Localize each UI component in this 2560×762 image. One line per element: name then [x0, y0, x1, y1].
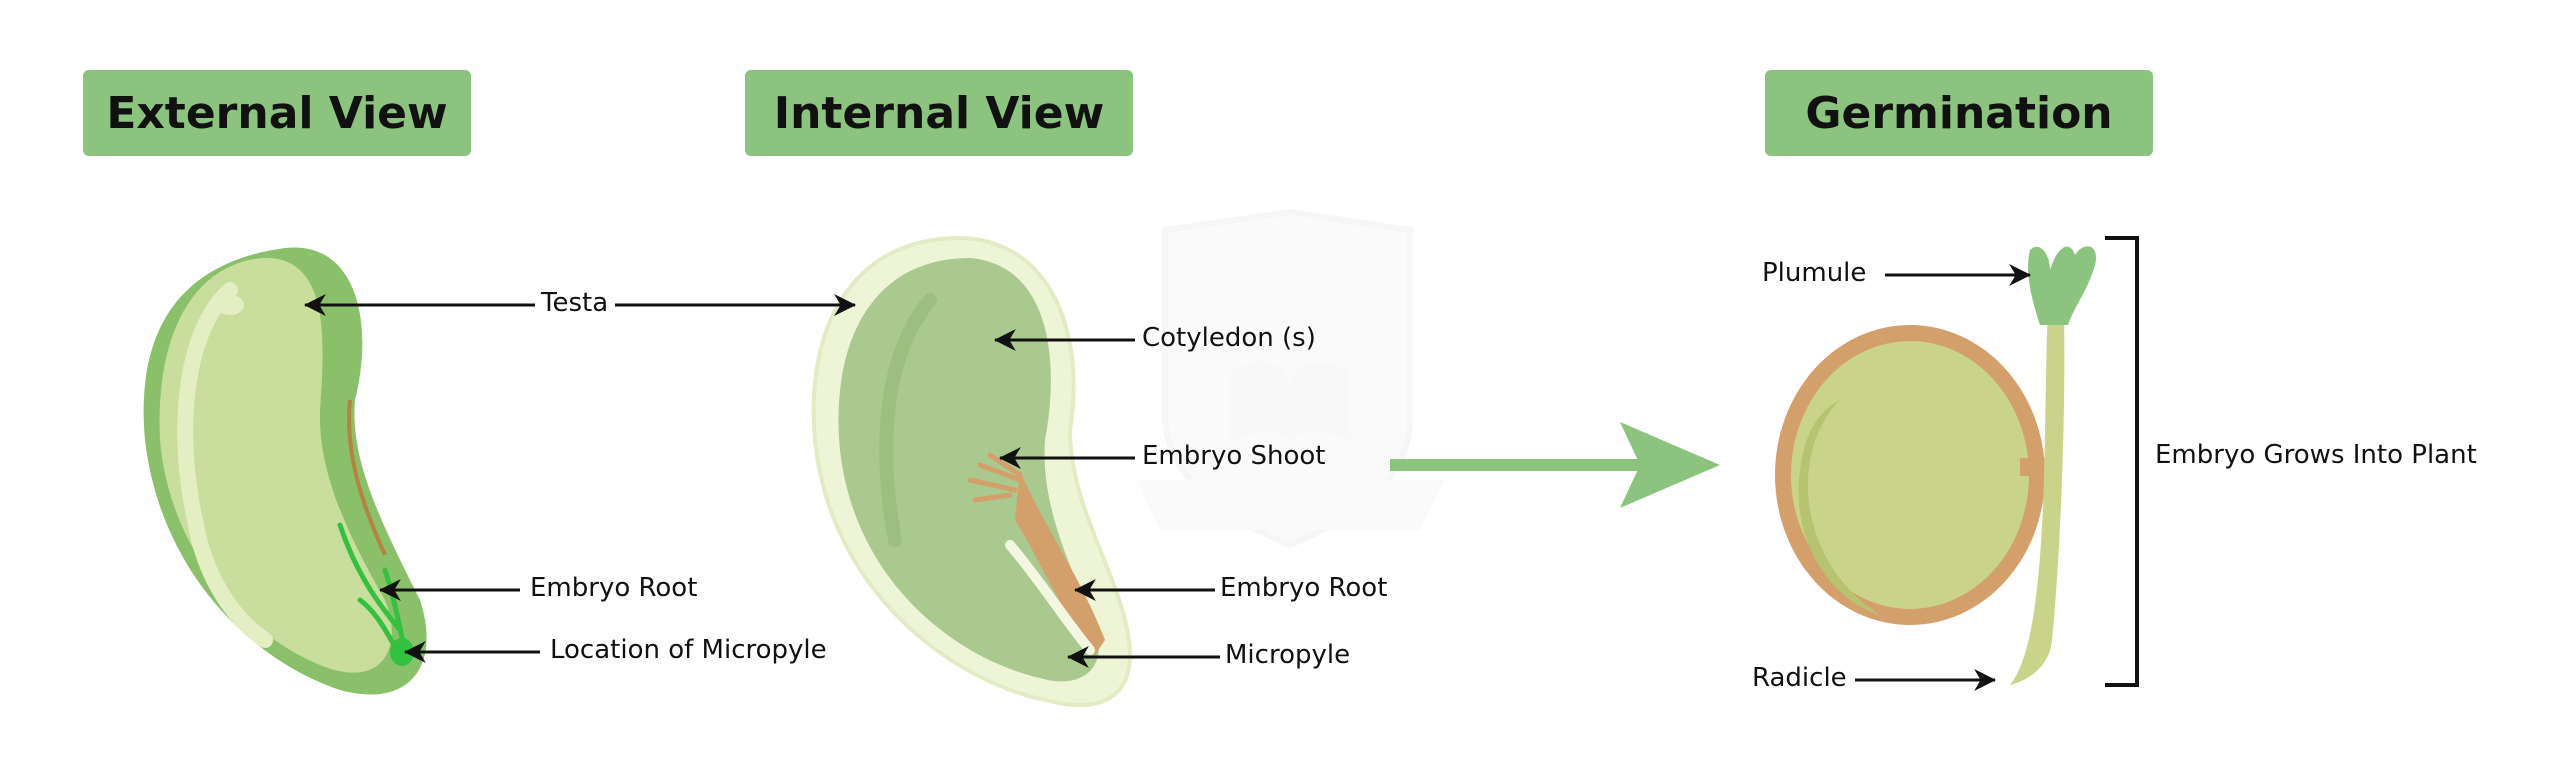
label-micropyle: Micropyle	[1225, 640, 1351, 670]
germinating-seed	[1775, 246, 2096, 685]
bracket-icon	[2105, 236, 2139, 687]
label-embryo-grows-into-plant: Embryo Grows Into Plant	[2155, 440, 2477, 470]
heading-germination: Germination	[1765, 70, 2153, 156]
label-location-of-micropyle: Location of Micropyle	[550, 635, 827, 665]
label-embryo-root-external: Embryo Root	[530, 573, 698, 603]
transition-arrow-icon	[1390, 422, 1720, 508]
label-radicle: Radicle	[1752, 663, 1847, 693]
heading-external-view: External View	[83, 70, 471, 156]
label-testa: Testa	[541, 288, 609, 318]
external-seed	[143, 247, 427, 695]
label-embryo-shoot: Embryo Shoot	[1142, 441, 1326, 471]
watermark-shield-icon	[1135, 208, 1445, 549]
heading-internal-view: Internal View	[745, 70, 1133, 156]
label-cotyledon: Cotyledon (s)	[1142, 323, 1316, 353]
internal-seed	[811, 235, 1132, 708]
label-embryo-root-internal: Embryo Root	[1220, 573, 1388, 603]
label-plumule: Plumule	[1762, 258, 1867, 288]
